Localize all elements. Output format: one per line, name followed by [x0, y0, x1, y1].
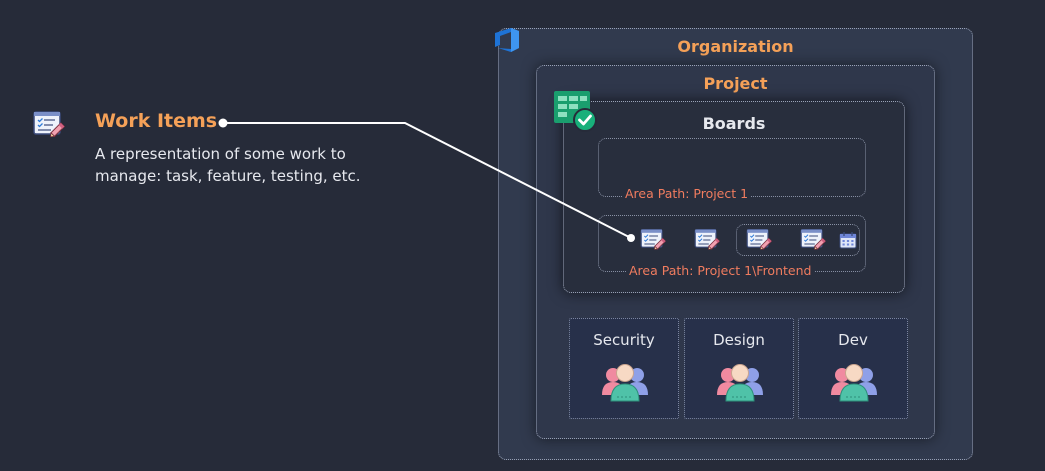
azure-devops-logo-icon	[495, 28, 519, 52]
work-item-icon	[694, 228, 722, 252]
team-icon	[828, 361, 880, 405]
area-path-label: Area Path: Project 1	[622, 186, 752, 201]
team-icon	[714, 361, 766, 405]
work-items-title: Work Items	[95, 110, 218, 132]
calendar-icon	[839, 232, 857, 249]
work-item-group	[736, 224, 860, 256]
team-dev: Dev	[798, 318, 908, 419]
azure-boards-icon	[554, 91, 597, 132]
team-security: Security	[569, 318, 679, 419]
team-name: Design	[713, 331, 765, 349]
work-items-description: A representation of some work to manage:…	[95, 145, 361, 185]
work-item-icon	[746, 228, 774, 252]
team-name: Dev	[838, 331, 868, 349]
work-item-icon	[640, 228, 668, 252]
team-design: Design	[684, 318, 794, 419]
team-name: Security	[593, 331, 655, 349]
boards-title: Boards	[702, 114, 766, 133]
connector-start-dot	[218, 118, 228, 128]
project-title: Project	[703, 74, 768, 93]
work-item-icon	[800, 228, 828, 252]
area-path-label: Area Path: Project 1\Frontend	[626, 263, 815, 278]
team-icon	[599, 361, 651, 405]
work-item-icon	[33, 110, 67, 140]
organization-title: Organization	[677, 37, 794, 56]
